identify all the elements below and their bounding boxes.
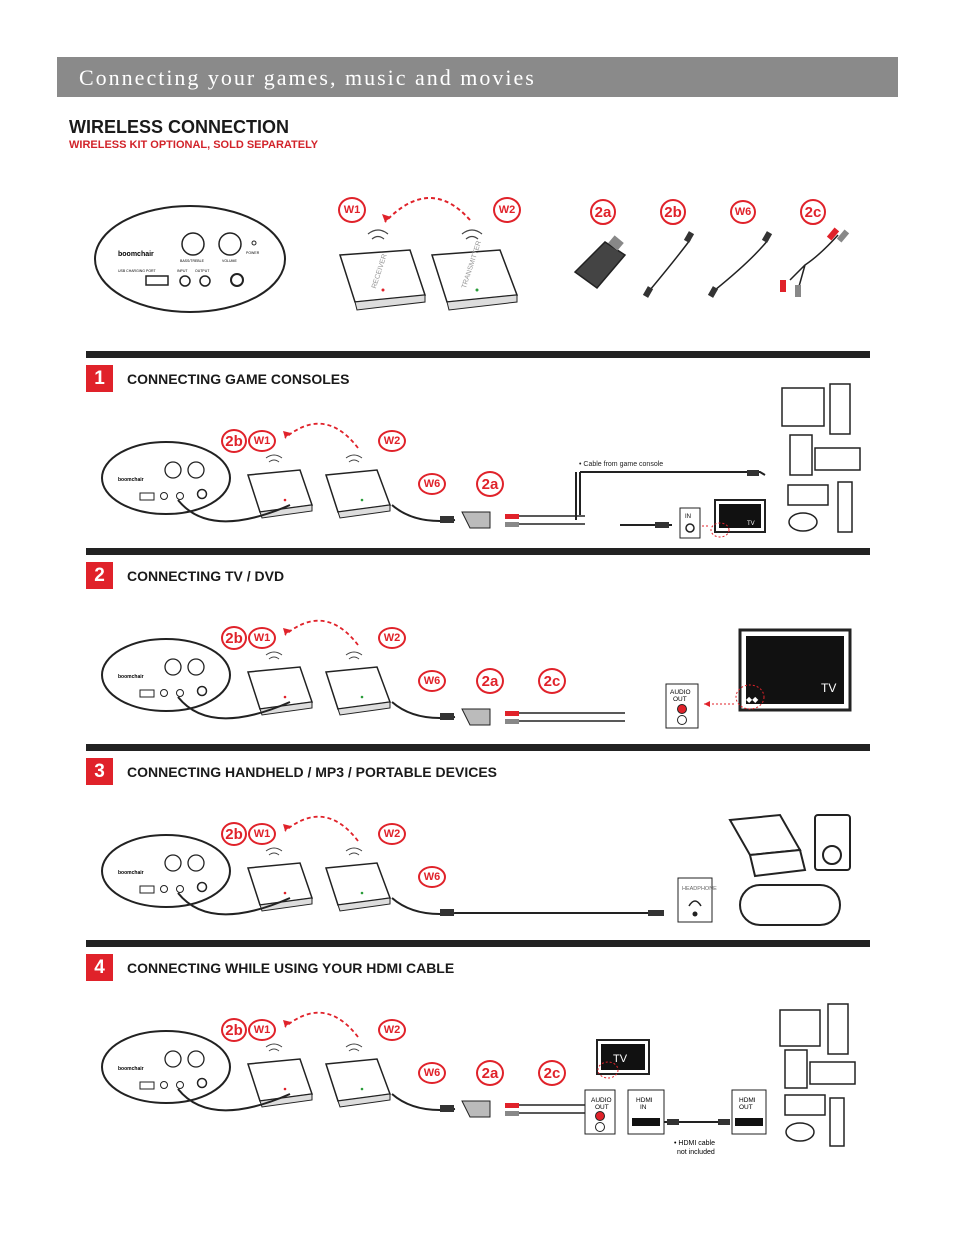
tag-w2-s4: W2 [378,1019,406,1041]
consoles-icons-4 [779,1003,856,1147]
tag-w2-s3: W2 [378,823,406,845]
section-4-title: CONNECTING WHILE USING YOUR HDMI CABLE [127,960,455,976]
section-1-title: CONNECTING GAME CONSOLES [127,371,350,387]
tag-w6-s3: W6 [418,866,446,888]
tv-label-4: TV [613,1053,628,1065]
tag-c2-s2: 2c [538,668,566,694]
section-2-devices: TV ◆◆ AUDIO OUT [665,628,852,729]
adapter-2a [573,235,627,290]
panel-input-label: INPUT [177,269,188,273]
tv-arrow-icon: ◆◆ [746,695,759,704]
tv-label-2: TV [821,681,836,695]
tag-w6-s1: W6 [418,473,446,495]
hdmi-out-label-1: HDMI [739,1097,756,1104]
section-3-diagram: boomchair [101,815,650,916]
panel-output-label: OUTPUT [195,269,210,273]
boomchair-panel: boomchair BASS/TREBLE VOLUME POWER USB C… [94,205,286,313]
tag-w6: W6 [730,200,756,224]
port-headphone-label: HEADPHONE [682,886,717,892]
hdmi-in-label-1: HDMI [636,1097,653,1104]
tag-b2-s2: 2b [221,626,247,650]
tag-2c: 2c [800,199,826,225]
tag-w2: W2 [493,197,521,223]
panel-usb-label: USB CHARGING PORT [118,269,157,273]
hdmi-in-label-2: IN [640,1104,647,1111]
panel-brand-1: boomchair [118,477,144,483]
tag-a2-s1: 2a [476,471,504,497]
tag-w6-s2: W6 [418,670,446,692]
panel-brand: boomchair [118,251,154,258]
tag-w1-s3: W1 [248,823,276,845]
tag-2b: 2b [660,199,686,225]
handheld-devices-icons [728,813,851,926]
tag-w1: W1 [338,197,366,223]
section-2-diagram: boomchair [101,619,625,726]
note-hdmi-2: not included [677,1149,715,1156]
cable-w6 [707,231,773,298]
section-1-number: 1 [86,365,113,392]
section-3-devices: HEADPHONE [600,813,851,926]
wireless-heading: WIRELESS CONNECTION [69,117,290,137]
section-1-diagram: boomchair [101,422,585,529]
section-2-rule [86,548,870,555]
note-cable-console: • Cable from game console [579,461,664,468]
section-3-number: 3 [86,758,113,785]
section-2-number: 2 [86,562,113,589]
port-in-label: IN [685,514,691,520]
tag-b2-s3: 2b [221,822,247,846]
tag-b2-s1: 2b [221,429,247,453]
port4-audio-label: AUDIO [591,1097,612,1104]
panel-power-label: POWER [246,251,260,255]
panel-brand-3: boomchair [118,870,144,876]
section-4-diagram: boomchair [101,1011,585,1118]
transmitter-device: TRANSMITTER [430,229,519,311]
panel-brand-4: boomchair [118,1066,144,1072]
tv-label-1: TV [747,521,755,527]
wireless-kit-illustration: boomchair BASS/TREBLE VOLUME POWER USB C… [94,197,850,313]
section-1-devices: IN TV [575,383,861,539]
section-3-rule [86,744,870,751]
tag-a2-s4: 2a [476,1060,504,1086]
tag-w1-s2: W1 [248,627,276,649]
tag-a2-s2: 2a [476,668,504,694]
panel-volume-label: VOLUME [222,259,237,263]
section-2-title: CONNECTING TV / DVD [127,568,285,584]
tag-w1-s1: W1 [248,430,276,452]
port4-out-label: OUT [595,1104,609,1111]
panel-bass-label: BASS/TREBLE [180,259,205,263]
tag-w6-s4: W6 [418,1062,446,1084]
tag-w2-s2: W2 [378,627,406,649]
game-consoles-icons [781,383,861,533]
receiver-device: RECEIVER [338,229,427,311]
note-hdmi-1: • HDMI cable [674,1140,715,1147]
title-banner: Connecting your games, music and movies [57,57,898,97]
cable-2b [642,231,695,298]
panel-brand-2: boomchair [118,674,144,680]
port-out-label: OUT [673,696,687,703]
port-audio-label: AUDIO [670,689,691,696]
tag-w2-s1: W2 [378,430,406,452]
page-title: Connecting your games, music and movies [79,65,536,90]
section-1-rule [86,351,870,358]
tag-b2-s4: 2b [221,1018,247,1042]
wireless-subtitle: WIRELESS KIT OPTIONAL, SOLD SEPARATELY [69,139,319,151]
tag-2a: 2a [590,199,616,225]
rca-cable-2c [780,227,850,297]
hdmi-out-label-2: OUT [739,1104,753,1111]
tag-w1-s4: W1 [248,1019,276,1041]
section-3-title: CONNECTING HANDHELD / MP3 / PORTABLE DEV… [127,764,497,780]
section-4-devices: TV AUDIO OUT HDMI IN HDMI OUT • HDMI cab… [584,1003,856,1156]
tag-c2-s4: 2c [538,1060,566,1086]
section-4-number: 4 [86,954,113,981]
section-4-rule [86,940,870,947]
